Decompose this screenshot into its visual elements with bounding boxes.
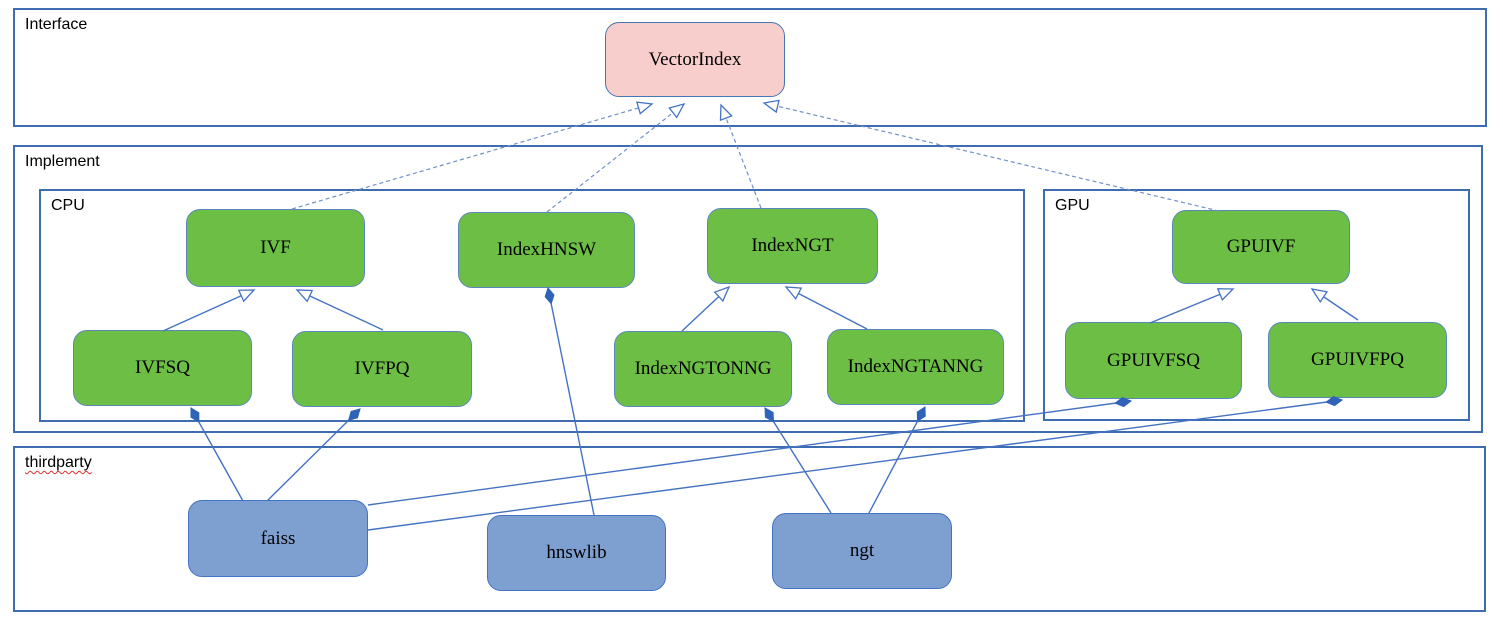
node-ivf-label: IVF	[260, 237, 291, 258]
node-indexngtonng[interactable]: IndexNGTONNG	[614, 331, 792, 407]
container-gpu-label: GPU	[1055, 197, 1090, 214]
node-ngt-label: ngt	[849, 540, 875, 561]
node-indexngt[interactable]: IndexNGT	[707, 208, 878, 284]
node-ivfsq-label: IVFSQ	[135, 357, 190, 378]
node-gpuivfsq-label: GPUIVFSQ	[1107, 349, 1200, 371]
node-gpuivf-label: GPUIVF	[1226, 236, 1296, 257]
node-hnswlib-label: hnswlib	[546, 542, 607, 563]
node-indexngtonng-label: IndexNGTONNG	[634, 358, 772, 379]
node-indexngt-label: IndexNGT	[751, 235, 834, 256]
node-ivfpq-label: IVFPQ	[354, 358, 410, 379]
node-gpuivfsq[interactable]: GPUIVFSQ	[1065, 322, 1242, 399]
node-faiss-label: faiss	[260, 527, 296, 549]
node-indexhnsw-label: IndexHNSW	[496, 239, 597, 260]
node-gpuivfpq[interactable]: GPUIVFPQ	[1268, 322, 1447, 398]
node-hnswlib[interactable]: hnswlib	[487, 515, 666, 591]
node-gpuivf[interactable]: GPUIVF	[1172, 210, 1350, 284]
node-faiss[interactable]: faiss	[188, 500, 368, 577]
node-ngt[interactable]: ngt	[772, 513, 952, 589]
container-thirdparty-label: thirdparty	[25, 454, 92, 471]
node-indexngtanng[interactable]: IndexNGTANNG	[827, 329, 1004, 405]
node-gpuivfpq-label: GPUIVFPQ	[1311, 349, 1404, 370]
node-vectorindex-label: VectorIndex	[648, 48, 742, 70]
node-ivf[interactable]: IVF	[186, 209, 365, 287]
container-interface-label: Interface	[25, 16, 88, 33]
node-ivfpq[interactable]: IVFPQ	[292, 331, 472, 407]
container-implement-label: Implement	[25, 153, 100, 170]
node-ivfsq[interactable]: IVFSQ	[73, 330, 252, 406]
container-cpu-label: CPU	[51, 197, 85, 214]
node-indexngtanng-label: IndexNGTANNG	[847, 356, 984, 377]
node-indexhnsw[interactable]: IndexHNSW	[458, 212, 635, 288]
node-vectorindex[interactable]: VectorIndex	[605, 22, 785, 97]
